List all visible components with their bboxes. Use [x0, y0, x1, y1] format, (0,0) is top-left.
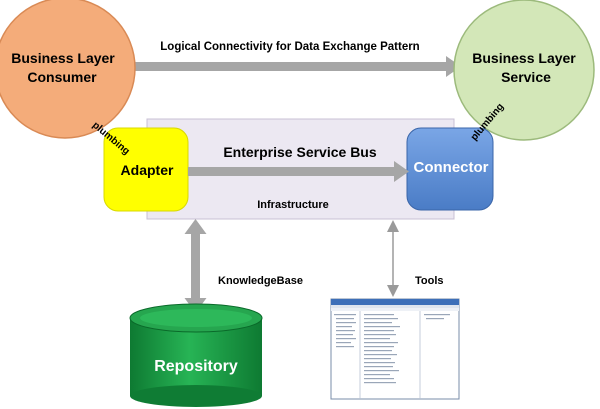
- repository-cylinder: [129, 303, 263, 407]
- infrastructure-label: Infrastructure: [257, 199, 329, 211]
- tools-screenshot-thumbnail: [330, 298, 460, 400]
- knowledgebase-double-arrow: [184, 219, 207, 313]
- service-title-line2: Service: [501, 69, 551, 85]
- tools-double-arrow: [387, 220, 399, 297]
- repository-label: Repository: [154, 358, 238, 375]
- connector-box: [406, 127, 494, 211]
- adapter-label: Adapter: [121, 162, 174, 178]
- top-connectivity-arrow: [128, 56, 461, 77]
- business-layer-consumer-circle: [0, 0, 136, 139]
- esb-arrow: [188, 161, 409, 182]
- knowledgebase-label: KnowledgeBase: [218, 275, 303, 287]
- service-title-line1: Business Layer: [472, 50, 576, 66]
- consumer-title-line2: Consumer: [27, 69, 97, 85]
- esb-title: Enterprise Service Bus: [223, 144, 377, 160]
- consumer-title-line1: Business Layer: [11, 50, 115, 66]
- connectivity-label: Logical Connectivity for Data Exchange P…: [160, 41, 419, 53]
- connector-label: Connector: [414, 159, 489, 176]
- business-layer-service-circle: [453, 0, 595, 141]
- tools-label: Tools: [415, 275, 444, 287]
